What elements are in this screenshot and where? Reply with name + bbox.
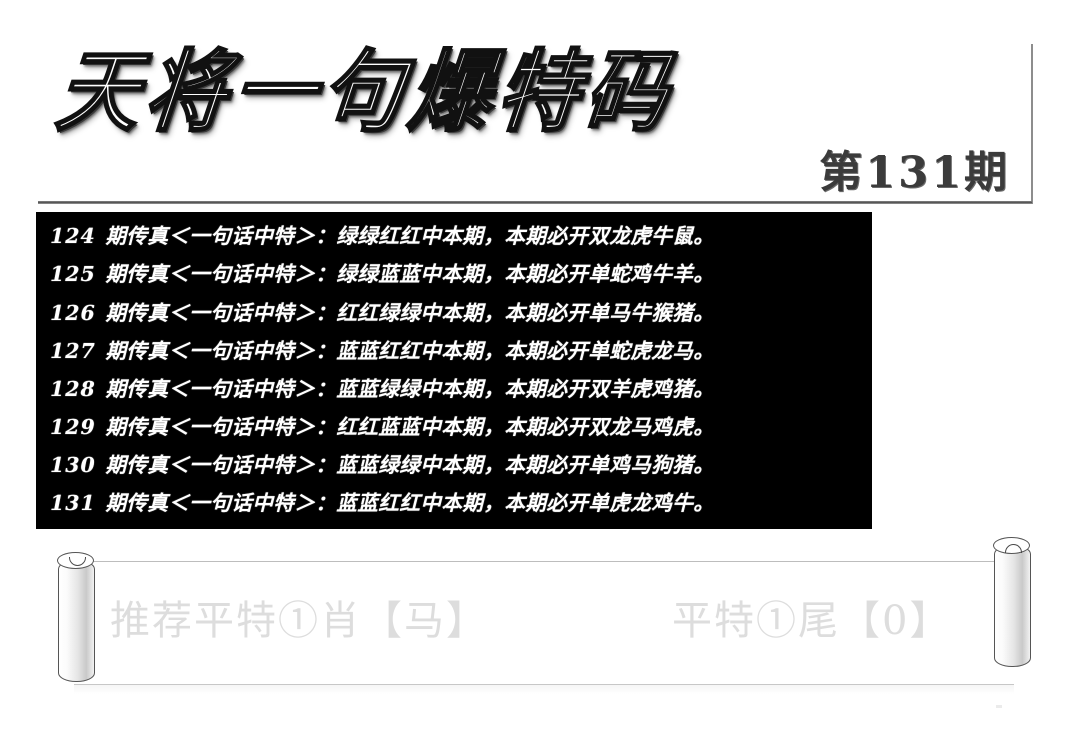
forecast-row-issue: 124 (50, 224, 96, 249)
header: 天将一句爆特码 第131期 (0, 0, 1080, 205)
forecast-row-text: 期传真＜一句话中特＞：绿绿蓝蓝中本期，本期必开单蛇鸡牛羊。 (105, 262, 715, 287)
forecast-row: 125 期传真＜一句话中特＞：绿绿蓝蓝中本期，本期必开单蛇鸡牛羊。 (36, 264, 872, 286)
forecast-row-issue: 126 (50, 300, 96, 325)
forecast-row-issue: 128 (50, 376, 96, 401)
forecast-row: 128 期传真＜一句话中特＞：蓝蓝绿绿中本期，本期必开双羊虎鸡猪。 (36, 376, 872, 401)
forecast-row: 124 期传真＜一句话中特＞：绿绿红红中本期，本期必开双龙虎牛鼠。 (36, 226, 872, 248)
forecast-row-text: 期传真＜一句话中特＞：蓝蓝红红中本期，本期必开单虎龙鸡牛。 (105, 491, 715, 516)
forecast-row-text: 期传真＜一句话中特＞：红红蓝蓝中本期，本期必开双龙马鸡虎。 (105, 414, 715, 439)
page-title: 天将一句爆特码 (51, 39, 680, 145)
forecast-row-text: 期传真＜一句话中特＞：蓝蓝绿绿中本期，本期必开双羊虎鸡猪。 (105, 376, 715, 401)
forecast-row: 130 期传真＜一句话中特＞：蓝蓝绿绿中本期，本期必开单鸡马狗猪。 (36, 453, 872, 478)
recommendation-zodiac: 推荐平特①肖【马】 (110, 598, 488, 644)
issue-badge: 第131期 (819, 148, 1010, 198)
forecast-row: 127 期传真＜一句话中特＞：蓝蓝红红中本期，本期必开单蛇虎龙马。 (36, 338, 872, 363)
forecast-row-issue: 125 (50, 262, 96, 287)
forecast-row-list: 124 期传真＜一句话中特＞：绿绿红红中本期，本期必开双龙虎牛鼠。 125 期传真… (36, 212, 872, 529)
forecast-row-issue: 127 (50, 338, 96, 363)
forecast-row-text: 期传真＜一句话中特＞：红红绿绿中本期，本期必开单马牛猴猪。 (105, 300, 715, 325)
forecast-row-text: 期传真＜一句话中特＞：蓝蓝绿绿中本期，本期必开单鸡马狗猪。 (105, 453, 715, 478)
forecast-row-text: 期传真＜一句话中特＞：蓝蓝红红中本期，本期必开单蛇虎龙马。 (105, 338, 715, 363)
scroll-roller-left-icon (57, 552, 95, 682)
scroll-roller-right-icon (993, 537, 1031, 667)
scroll-sheet (74, 561, 1014, 694)
forecast-row: 131 期传真＜一句话中特＞：蓝蓝红红中本期，本期必开单虎龙鸡牛。 (36, 491, 872, 516)
forecast-row: 126 期传真＜一句话中特＞：红红绿绿中本期，本期必开单马牛猴猪。 (36, 300, 872, 325)
scroll-banner: 推荐平特①肖【马】 平特①尾【0】 (0, 532, 1080, 732)
forecast-row-issue: 130 (50, 453, 96, 478)
forecast-panel: 124 期传真＜一句话中特＞：绿绿红红中本期，本期必开双龙虎牛鼠。 125 期传真… (36, 212, 872, 529)
header-frame-horizontal-rule (38, 201, 1032, 204)
recommendation-tail: 平特①尾【0】 (672, 598, 952, 644)
header-frame-vertical-rule (1031, 44, 1033, 204)
forecast-row-text: 期传真＜一句话中特＞：绿绿红红中本期，本期必开双龙虎牛鼠。 (105, 224, 715, 249)
forecast-row-issue: 131 (50, 491, 96, 516)
page-edge-mark (996, 705, 1002, 708)
forecast-row-issue: 129 (50, 414, 96, 439)
forecast-row: 129 期传真＜一句话中特＞：红红蓝蓝中本期，本期必开双龙马鸡虎。 (36, 414, 872, 439)
